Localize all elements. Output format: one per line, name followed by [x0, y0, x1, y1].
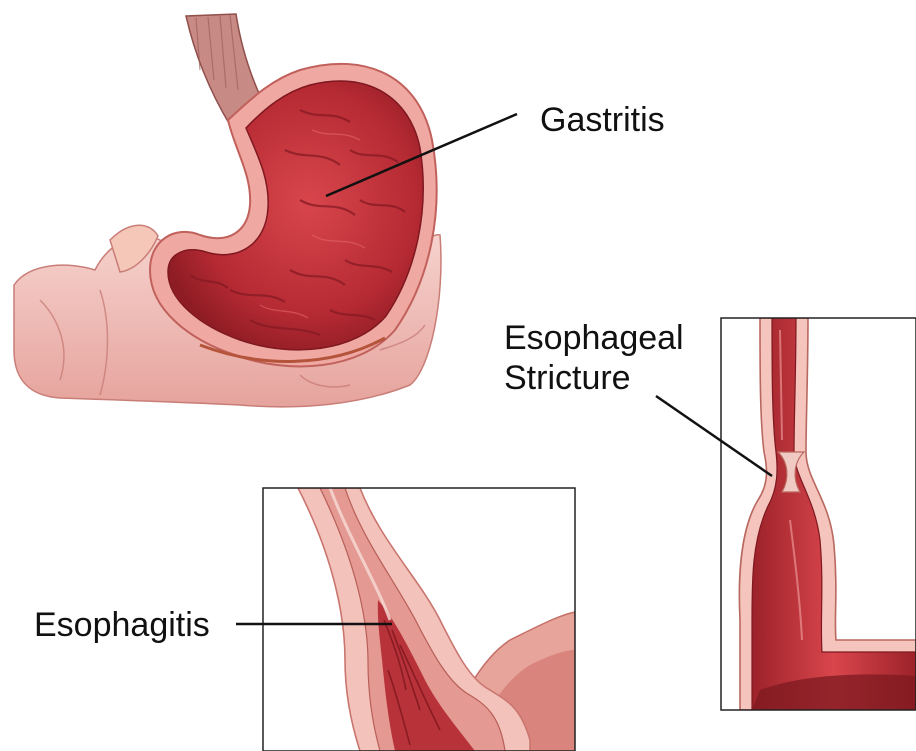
- esophageal-stricture-label: Esophageal Stricture: [504, 318, 684, 398]
- esophageal-stricture-label-line2: Stricture: [504, 358, 684, 398]
- stomach-mucosa: [168, 81, 423, 350]
- esophageal-stricture-label-line1: Esophageal: [504, 318, 684, 358]
- stomach-illustration: [14, 14, 441, 407]
- gastritis-label: Gastritis: [540, 100, 665, 140]
- esophagitis-inset: [263, 488, 575, 751]
- stricture-inset: [721, 318, 916, 710]
- esophagitis-label: Esophagitis: [34, 605, 210, 645]
